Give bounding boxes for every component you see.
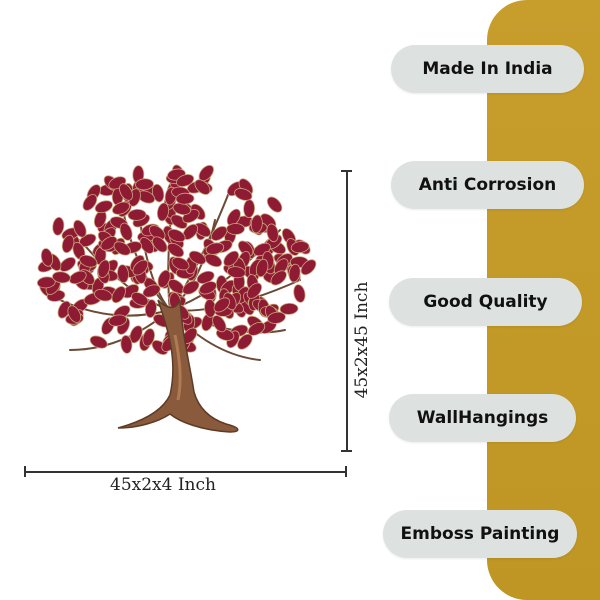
leaf [52,216,65,236]
leaf [223,250,240,267]
leaf [171,257,190,271]
leaf [73,219,87,238]
feature-pill-made-in-india: Made In India [391,45,584,93]
leaf [210,226,228,241]
trunk-highlight [173,334,182,401]
leaf [68,270,87,285]
leaf [127,208,147,221]
feature-label: Emboss Painting [400,524,560,544]
leaf [167,228,186,243]
leaf [152,236,168,253]
leaf [148,225,166,241]
leaf [131,292,149,306]
leaf [234,188,253,201]
leaf [94,200,113,214]
feature-label: Anti Corrosion [418,175,557,195]
leaf [205,242,225,255]
leaf [119,222,133,241]
feature-label: WallHangings [416,408,549,428]
leaf [266,196,283,213]
leaf [255,258,269,278]
leaf [167,242,185,258]
leaf [119,183,133,201]
leaf [267,311,286,324]
leaf [40,248,54,267]
leaf [290,241,310,254]
leaf [100,236,118,251]
leaf [112,201,130,215]
width-dimension-line [24,471,346,473]
leaf [213,297,231,313]
leaf [182,280,200,295]
leaf [247,322,266,336]
leaf [139,236,155,254]
leaf [293,284,306,303]
leaf [300,259,317,276]
leaf [199,281,217,295]
feature-pill-wallhangings: WallHangings [389,394,576,442]
leaf [97,259,111,278]
feature-label: Good Quality [423,292,548,312]
leaf [212,315,227,333]
leaf [243,199,256,218]
tree-trunk [117,299,239,433]
leaf [132,259,149,276]
leaf [226,223,245,235]
leaf [67,305,82,323]
leaf [156,202,170,222]
feature-label: Made In India [422,59,553,79]
leaf [204,253,223,268]
leaf [120,335,133,354]
leaf [144,299,157,318]
leaf [142,328,155,347]
tree-of-life-icon [30,160,320,450]
leaf [135,178,154,191]
width-dimension-label: 45x2x4 Inch [110,475,216,495]
height-dimension-line [346,170,348,451]
width-dimension-tick-right [345,466,347,477]
width-dimension-tick-left [24,466,26,477]
feature-pill-good-quality: Good Quality [389,278,582,326]
leaf [89,335,108,349]
feature-pill-emboss-painting: Emboss Painting [383,510,577,558]
tree-artwork [36,164,317,433]
leaf [227,266,246,279]
leaf [129,325,143,344]
leaf [288,263,301,283]
leaf [79,254,98,268]
leaf [111,286,126,304]
leaf [246,282,263,299]
height-dimension-tick-top [341,170,352,172]
leaf [151,183,165,203]
leaf [36,276,56,289]
leaf [270,270,287,286]
leaf [82,194,98,211]
leaf [194,179,211,195]
height-dimension-label: 45x2x45 Inch [352,281,372,399]
leaf [188,250,207,265]
leaf [59,257,76,272]
leaf [176,174,195,187]
leaf [175,192,195,205]
leaf [266,223,279,243]
leaf [279,302,299,315]
leaf [250,214,263,234]
leaf [113,241,131,256]
feature-pill-anti-corrosion: Anti Corrosion [391,161,584,209]
leaf [237,240,254,257]
leaf [52,271,71,284]
leaf [61,234,75,254]
height-dimension-tick-bottom [341,450,352,452]
leaf [108,314,128,327]
